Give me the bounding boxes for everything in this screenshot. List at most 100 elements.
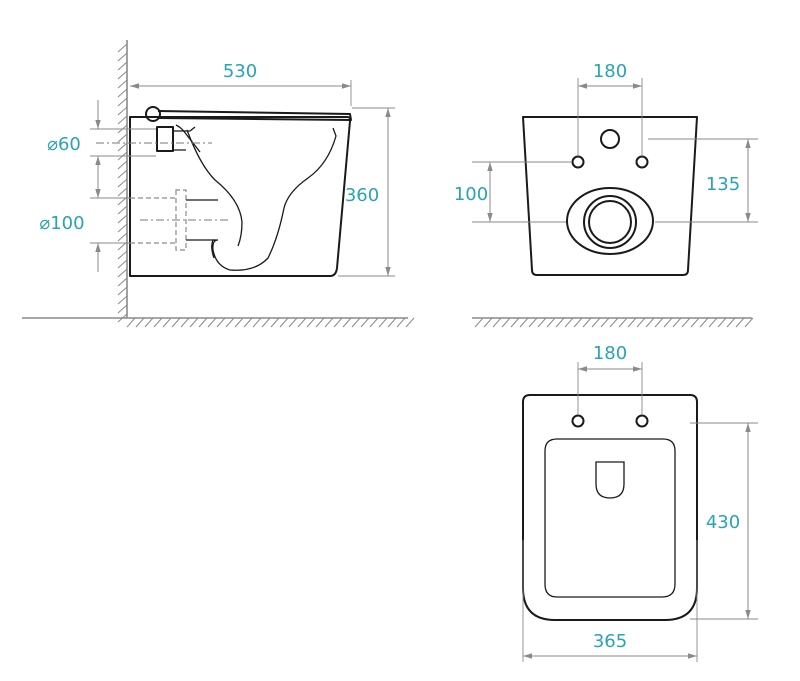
hatch-stroke <box>396 317 406 328</box>
dim-label-360: 360 <box>345 185 379 206</box>
dim-label-530: 530 <box>223 61 257 82</box>
hatch-stroke <box>618 317 628 328</box>
dim-label-430: 430 <box>706 512 740 533</box>
hatch-stroke <box>162 317 172 328</box>
hatch-stroke <box>117 277 128 287</box>
front-body-outline <box>522 116 698 276</box>
hatch-stroke <box>324 317 334 328</box>
hatch-stroke <box>225 317 235 328</box>
hatch-stroke <box>117 79 128 89</box>
hatch-stroke <box>207 317 217 328</box>
bolt-hole-right <box>635 155 649 169</box>
hatch-stroke <box>117 52 128 62</box>
hatch-stroke <box>333 317 343 328</box>
dim-label-180-front: 180 <box>593 61 627 82</box>
hatch-stroke <box>117 259 128 269</box>
dim-label-180-top: 180 <box>593 343 627 364</box>
hatch-stroke <box>117 250 128 260</box>
outlet-pipe <box>186 199 218 241</box>
hatch-stroke <box>270 317 280 328</box>
hatch-stroke <box>117 187 128 197</box>
drain-opening <box>595 461 625 499</box>
hatch-stroke <box>582 317 592 328</box>
top-view: 180 430 365 <box>522 343 758 662</box>
hatch-stroke <box>573 317 583 328</box>
hatch-stroke <box>117 169 128 179</box>
dim-label-100-front: 100 <box>454 184 488 205</box>
hatch-stroke <box>117 304 128 314</box>
hatch-stroke <box>117 70 128 80</box>
hatch-stroke <box>360 317 370 328</box>
hatch-stroke <box>117 214 128 224</box>
hatch-stroke <box>351 317 361 328</box>
hatch-stroke <box>645 317 655 328</box>
bowl-inner-curve-2 <box>211 127 337 271</box>
hatch-stroke <box>198 317 208 328</box>
hatch-stroke <box>528 317 538 328</box>
hatch-stroke <box>261 317 271 328</box>
outlet-ring-inner <box>588 200 632 244</box>
hatch-stroke <box>636 317 646 328</box>
hatch-stroke <box>591 317 601 328</box>
front-view: 180 135 100 <box>454 61 758 328</box>
wall-hatch <box>117 43 128 323</box>
hatch-stroke <box>315 317 325 328</box>
hatch-stroke <box>117 43 128 53</box>
hatch-stroke <box>117 178 128 188</box>
hatch-stroke <box>501 317 511 328</box>
dim-label-365: 365 <box>593 631 627 652</box>
hatch-stroke <box>537 317 547 328</box>
bowl-side-outline <box>129 116 352 277</box>
hatch-stroke <box>378 317 388 328</box>
hatch-stroke <box>492 317 502 328</box>
hatch-stroke <box>171 317 181 328</box>
hatch-stroke <box>117 205 128 215</box>
hatch-stroke <box>117 232 128 242</box>
hatch-stroke <box>690 317 700 328</box>
hatch-stroke <box>153 317 163 328</box>
hatch-stroke <box>306 317 316 328</box>
floor-hatch-left <box>126 317 415 328</box>
hatch-stroke <box>243 317 253 328</box>
seat-hinge <box>145 106 161 122</box>
hatch-stroke <box>135 317 145 328</box>
hatch-stroke <box>117 295 128 305</box>
hatch-stroke <box>117 106 128 116</box>
top-rim-inner <box>544 438 676 598</box>
hatch-stroke <box>654 317 664 328</box>
hatch-stroke <box>600 317 610 328</box>
hatch-stroke <box>546 317 556 328</box>
hatch-stroke <box>189 317 199 328</box>
outlet-ring-middle <box>583 195 637 249</box>
hatch-stroke <box>288 317 298 328</box>
hatch-stroke <box>699 317 709 328</box>
hatch-stroke <box>117 223 128 233</box>
hatch-stroke <box>663 317 673 328</box>
hatch-stroke <box>117 61 128 71</box>
floor-hatch-right <box>474 317 754 328</box>
hatch-stroke <box>735 317 745 328</box>
bowl-inner-curve <box>186 129 243 247</box>
top-body-outline <box>522 394 698 621</box>
dim-label-60: ⌀60 <box>47 134 81 155</box>
hatch-stroke <box>405 317 415 328</box>
dim-label-100: ⌀100 <box>39 213 84 234</box>
inlet-hole <box>600 129 620 149</box>
hatch-stroke <box>117 142 128 152</box>
side-view: 530 360 ⌀60 ⌀100 <box>22 40 415 328</box>
hatch-stroke <box>117 268 128 278</box>
hatch-stroke <box>117 115 128 125</box>
hatch-stroke <box>252 317 262 328</box>
hatch-stroke <box>234 317 244 328</box>
hatch-stroke <box>144 317 154 328</box>
hatch-stroke <box>126 317 136 328</box>
bolt-hole-left <box>571 155 585 169</box>
inlet-fitting <box>156 126 174 152</box>
hatch-stroke <box>708 317 718 328</box>
hatch-stroke <box>681 317 691 328</box>
hatch-stroke <box>555 317 565 328</box>
hatch-stroke <box>117 88 128 98</box>
hatch-stroke <box>279 317 289 328</box>
dim-label-135: 135 <box>706 174 740 195</box>
